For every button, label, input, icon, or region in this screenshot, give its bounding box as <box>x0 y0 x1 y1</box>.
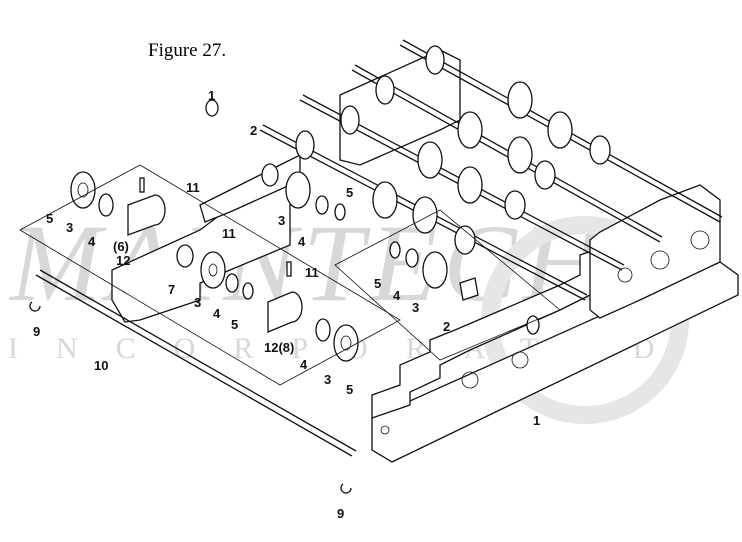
callout-5: 5 <box>231 317 238 332</box>
callout-labels: 1 2 11 5 3 4 (6) 12 11 3 5 4 7 3 4 5 11 … <box>33 88 540 521</box>
callout-2: 2 <box>443 319 450 334</box>
callout-3: 3 <box>412 300 419 315</box>
callout-12: 12 <box>116 253 130 268</box>
callout-3: 3 <box>194 295 201 310</box>
callout-4: 4 <box>300 357 308 372</box>
callout-10: 10 <box>94 358 108 373</box>
shafts <box>259 39 723 301</box>
callout-3: 3 <box>278 213 285 228</box>
callout-5: 5 <box>46 211 53 226</box>
callout-5: 5 <box>346 185 353 200</box>
callout-6: (6) <box>113 239 129 254</box>
bearing <box>98 193 114 217</box>
callout-3: 3 <box>324 372 331 387</box>
callout-11: 11 <box>305 265 319 280</box>
callout-2: 2 <box>250 123 257 138</box>
callout-11: 11 <box>186 180 200 195</box>
callout-9: 9 <box>337 506 344 521</box>
roller-sleeve <box>127 194 166 236</box>
callout-7: 7 <box>168 282 175 297</box>
callout-1: 1 <box>533 413 540 428</box>
rollers <box>295 45 611 255</box>
callout-1: 1 <box>208 88 215 103</box>
figure-title: Figure 27. <box>148 40 226 61</box>
callout-4: 4 <box>88 234 96 249</box>
callout-12-8: 12(8) <box>264 340 294 355</box>
callout-3: 3 <box>66 220 73 235</box>
callout-4: 4 <box>298 234 306 249</box>
exploded-parts <box>19 99 561 494</box>
thrust-washer <box>70 171 96 209</box>
callout-4: 4 <box>213 306 221 321</box>
callout-9: 9 <box>33 324 40 339</box>
callout-11: 11 <box>222 226 236 241</box>
callout-4: 4 <box>393 288 401 303</box>
callout-5: 5 <box>374 276 381 291</box>
long-shaft <box>35 269 357 457</box>
callout-5: 5 <box>346 382 353 397</box>
